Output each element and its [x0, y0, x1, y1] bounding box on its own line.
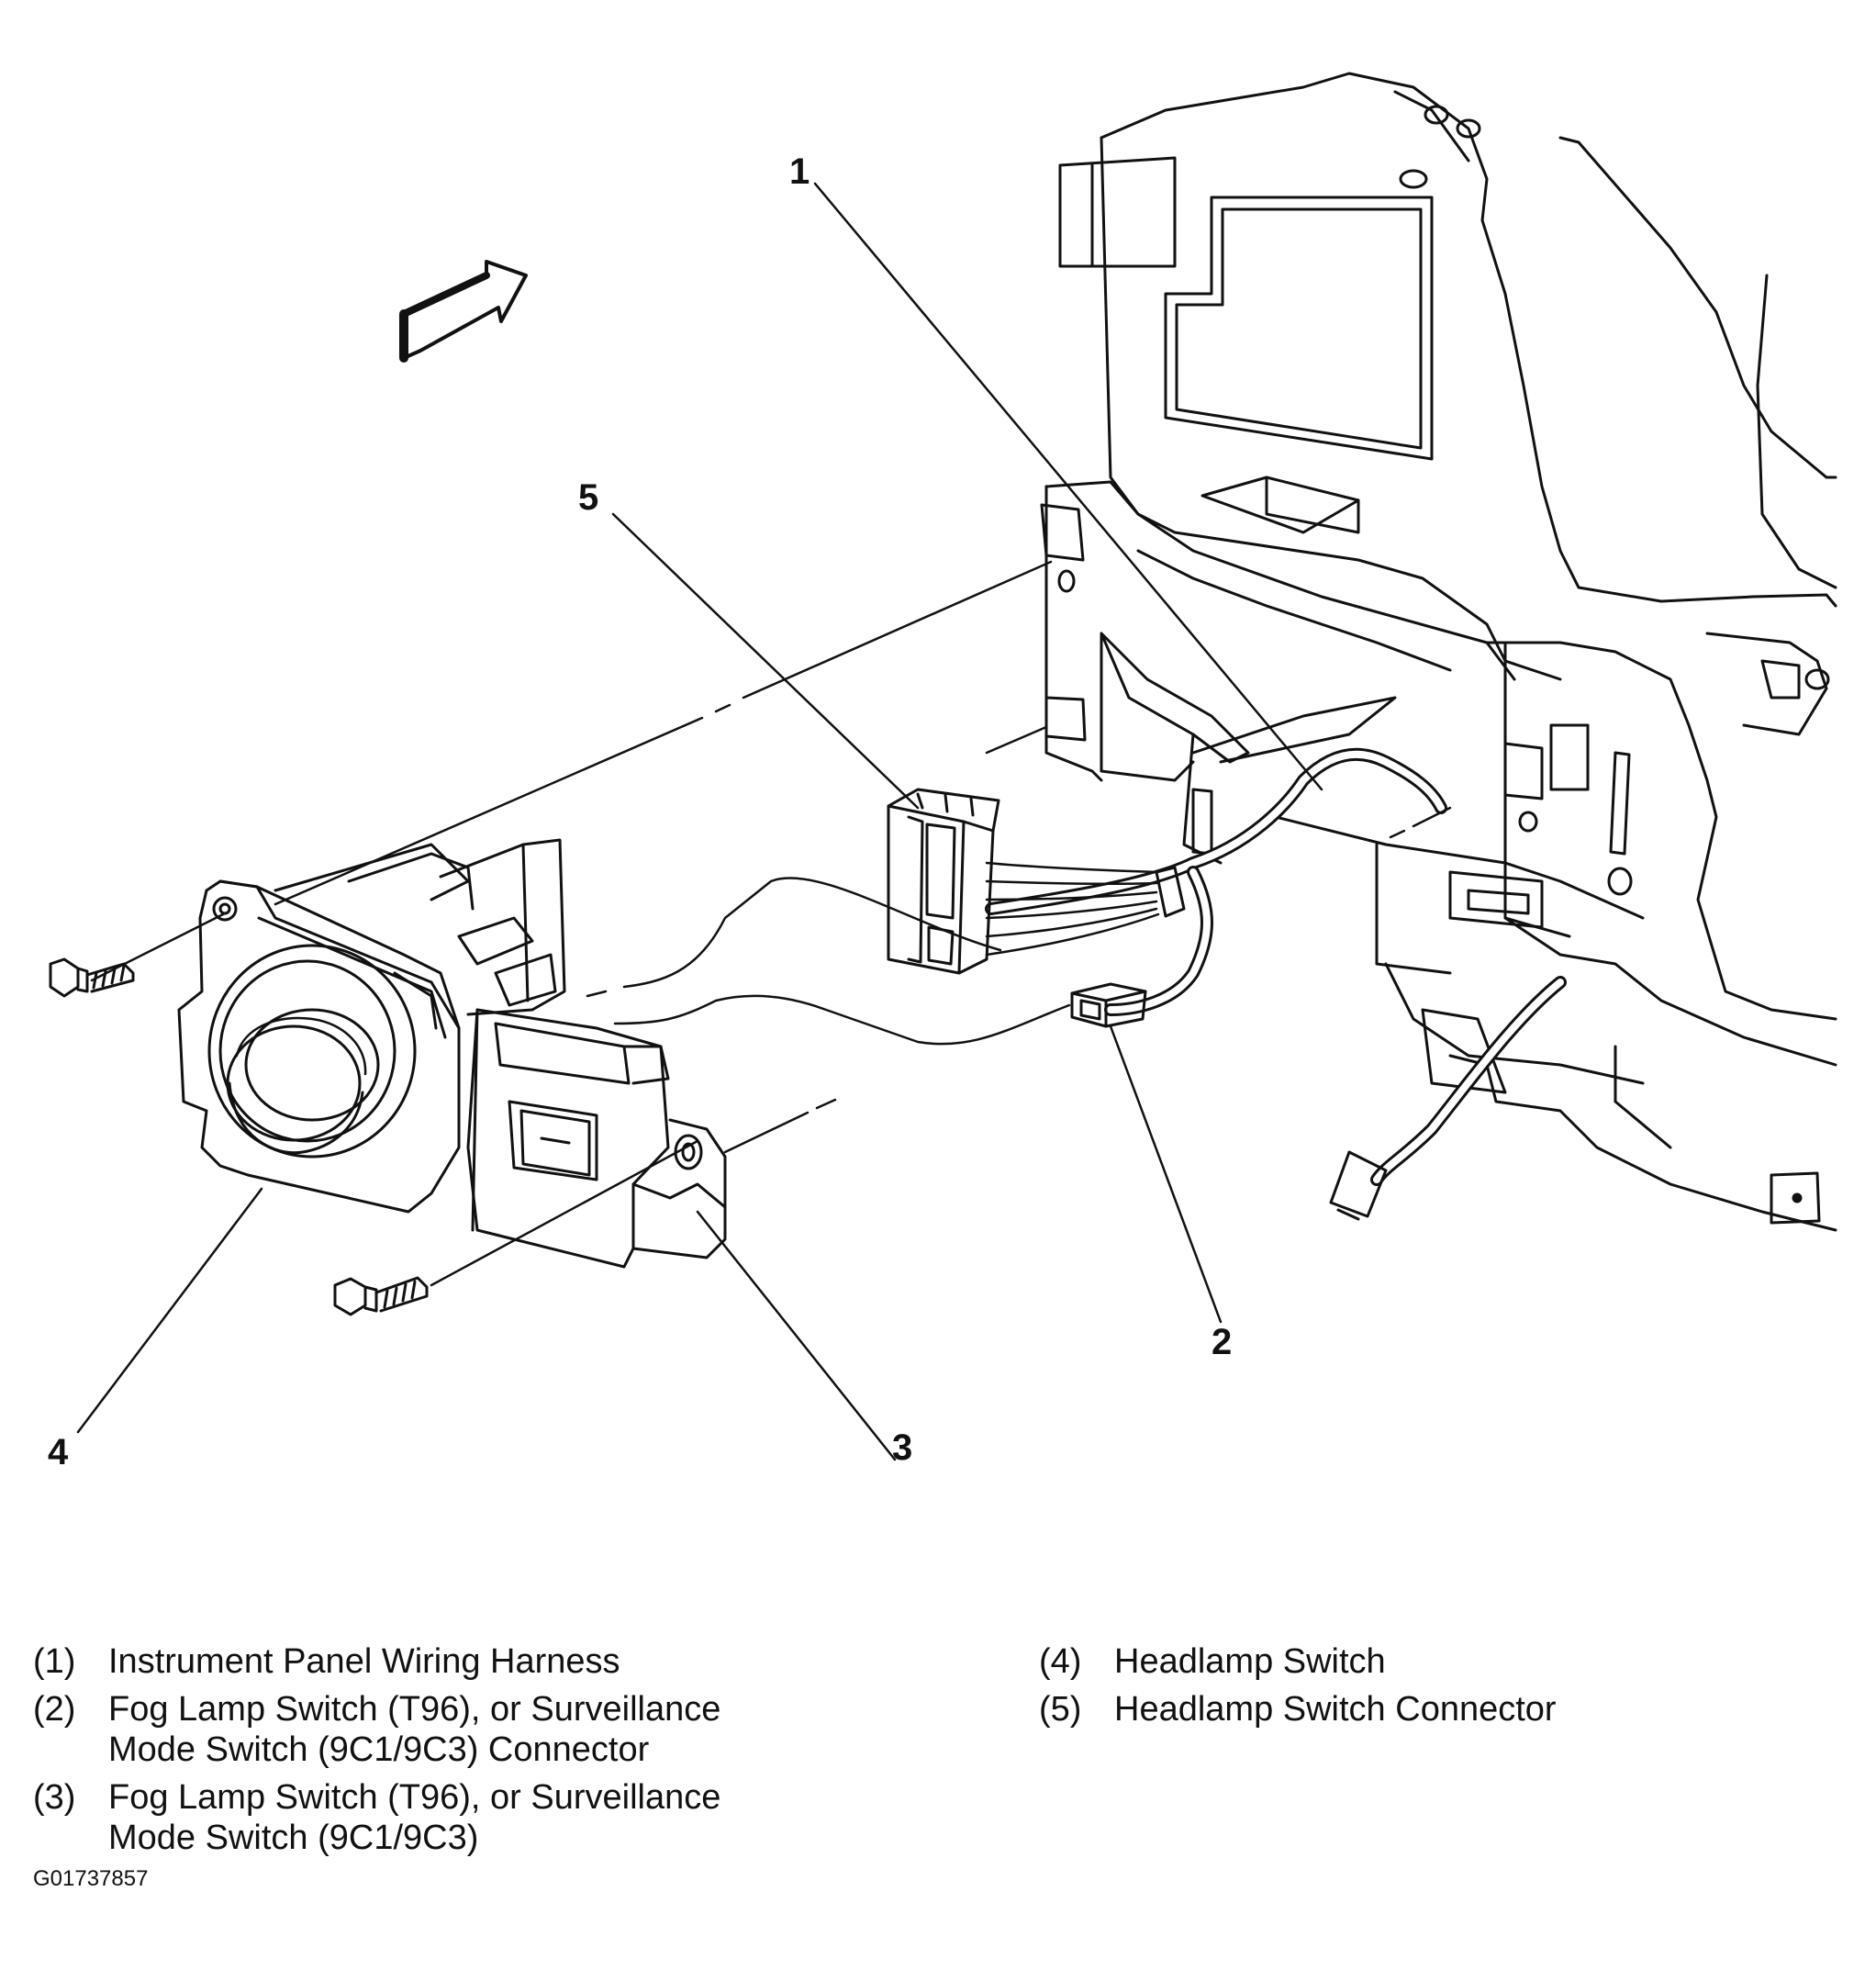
legend-number: (1): [33, 1642, 76, 1681]
headlamp-switch-diagram: 1 2 3 4 5: [48, 72, 1837, 1472]
callout-5: 5: [578, 477, 598, 518]
callout-3: 3: [892, 1427, 912, 1468]
legend-number: (5): [1039, 1690, 1082, 1729]
legend-label: Headlamp Switch: [1114, 1642, 1386, 1681]
legend-label: Fog Lamp Switch (T96), or Surveillance M…: [108, 1778, 721, 1857]
legend-label: Fog Lamp Switch (T96), or Surveillance M…: [108, 1690, 721, 1769]
headlamp-switch-connector: [887, 788, 1000, 975]
legend-number: (4): [1039, 1642, 1082, 1681]
legend-number: (3): [33, 1778, 76, 1817]
fog-lamp-switch-connector: [1070, 982, 1147, 1028]
figure-id: G01737857: [33, 1866, 149, 1891]
instrument-panel-structure: [1040, 72, 1837, 1232]
legend-label: Instrument Panel Wiring Harness: [108, 1642, 620, 1681]
legend-label: Headlamp Switch Connector: [1114, 1690, 1557, 1729]
leader-lines: [76, 182, 1323, 1461]
lower-screw: [333, 1276, 429, 1316]
instrument-panel-wiring-harness: [985, 747, 1567, 1221]
callout-2: 2: [1212, 1322, 1232, 1362]
fog-lamp-switch: [466, 1008, 727, 1269]
direction-arrow: [399, 260, 528, 363]
alignment-lines: [90, 560, 1452, 1287]
headlamp-switch: [177, 838, 566, 1214]
upper-screw: [49, 957, 135, 998]
legend-number: (2): [33, 1690, 76, 1729]
callout-1: 1: [789, 151, 810, 192]
callout-4: 4: [48, 1432, 69, 1472]
